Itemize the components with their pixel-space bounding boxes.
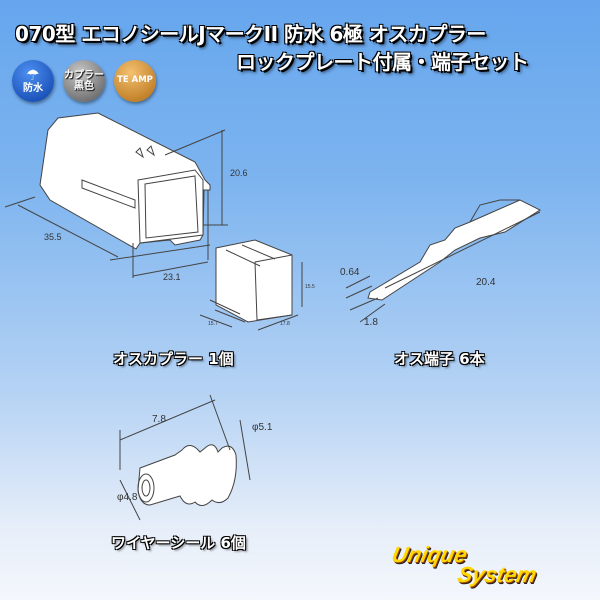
seal-drawing [119,394,251,521]
maker-badge: TE AMP [114,60,156,102]
dim-lock-a: 15.7 [208,321,218,327]
unique-system-logo: Unique System [389,542,539,587]
lock-plate-drawing [199,239,303,331]
dim-seal-length: 7.8 [152,414,166,425]
dim-seal-outer: φ5.1 [252,422,273,433]
terminal-drawing [345,199,542,323]
waterproof-badge: ☂ 防水 [12,60,54,102]
product-title-line1: 070型 エコノシールJマークII 防水 6極 オスカプラー [15,22,486,46]
dim-coupler-height: 20.6 [230,168,248,178]
dim-terminal-width: 1.8 [364,317,378,328]
dim-coupler-length: 35.5 [44,232,62,242]
dim-seal-inner: φ4.8 [117,492,138,503]
umbrella-icon: ☂ [26,65,40,84]
product-title-line2: ロックプレート付属・端子セット [236,50,529,74]
dim-lock-c: 15.5 [305,284,315,290]
dim-coupler-width: 23.1 [163,272,181,282]
dim-terminal-thickness: 0.64 [340,267,360,278]
seal-label: ワイヤーシール 6個 [111,534,246,552]
dim-lock-b: 17.8 [280,321,290,327]
coupler-color-badge: カプラー 黒色 [63,60,105,102]
dim-terminal-length: 20.4 [476,277,496,288]
coupler-drawing [4,112,228,278]
coupler-label: オスカプラー 1個 [113,350,234,368]
terminal-label: オス端子 6本 [394,350,485,368]
